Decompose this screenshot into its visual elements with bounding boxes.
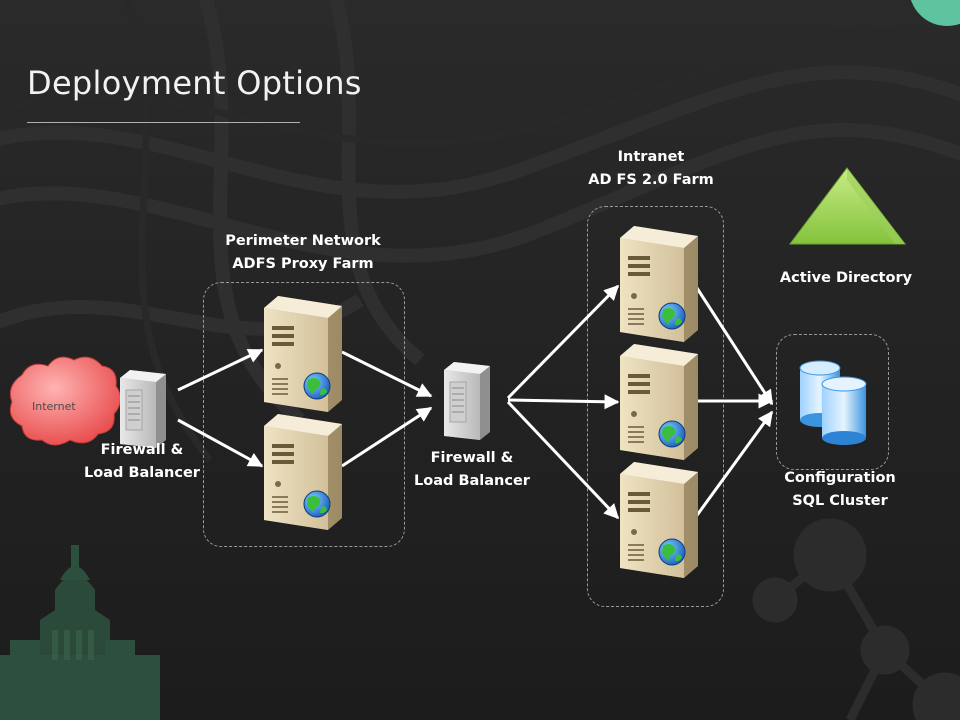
active-directory-label: Active Directory — [779, 270, 913, 286]
globe-icon — [658, 302, 686, 330]
web-server-icon — [620, 344, 698, 460]
intranet-farm-label: Intranet AD FS 2.0 Farm — [588, 149, 714, 188]
arrow-farm3-sql — [693, 410, 774, 519]
arrow-fw2-farm3 — [506, 400, 620, 520]
sql-cluster-label: Configuration SQL Cluster — [784, 470, 896, 509]
globe-icon — [658, 420, 686, 448]
slide-title: Deployment Options — [27, 64, 362, 102]
web-server-icon — [264, 296, 342, 412]
perimeter-farm-group — [203, 282, 405, 547]
web-server-icon — [264, 414, 342, 530]
firewall-mid-label: Firewall & Load Balancer — [414, 450, 530, 489]
swirl-lines — [0, 0, 960, 426]
building-silhouette — [0, 545, 160, 720]
active-directory-triangle-icon — [789, 167, 907, 245]
connection-arrows — [177, 284, 774, 520]
cloud-icon — [9, 356, 121, 446]
globe-icon — [303, 490, 331, 518]
globe-icon — [303, 372, 331, 400]
arrow-fw2-farm2 — [507, 394, 620, 410]
arrow-fw1-proxy1 — [177, 348, 264, 392]
web-server-icon — [620, 226, 698, 342]
web-server-icon — [620, 462, 698, 578]
database-icon — [799, 360, 867, 445]
globe-icon — [658, 538, 686, 566]
server-tower-icon — [443, 361, 491, 441]
arrow-farm1-sql — [693, 284, 774, 406]
server-tower-icon — [119, 369, 167, 449]
intranet-farm-group — [587, 206, 724, 607]
molecule-decoration — [752, 518, 960, 720]
arrow-fw2-farm1 — [506, 284, 620, 400]
arrow-proxy2-fw2 — [341, 406, 433, 468]
teal-corner-shape — [910, 0, 960, 26]
firewall-left-label: Firewall & Load Balancer — [84, 442, 200, 481]
sql-cluster-group — [776, 334, 889, 470]
perimeter-network-label: Perimeter Network ADFS Proxy Farm — [225, 233, 381, 272]
title-underline — [27, 122, 300, 123]
arrow-proxy1-fw2 — [341, 350, 433, 398]
arrow-fw1-proxy2 — [177, 418, 264, 468]
internet-label: Internet — [32, 400, 76, 413]
